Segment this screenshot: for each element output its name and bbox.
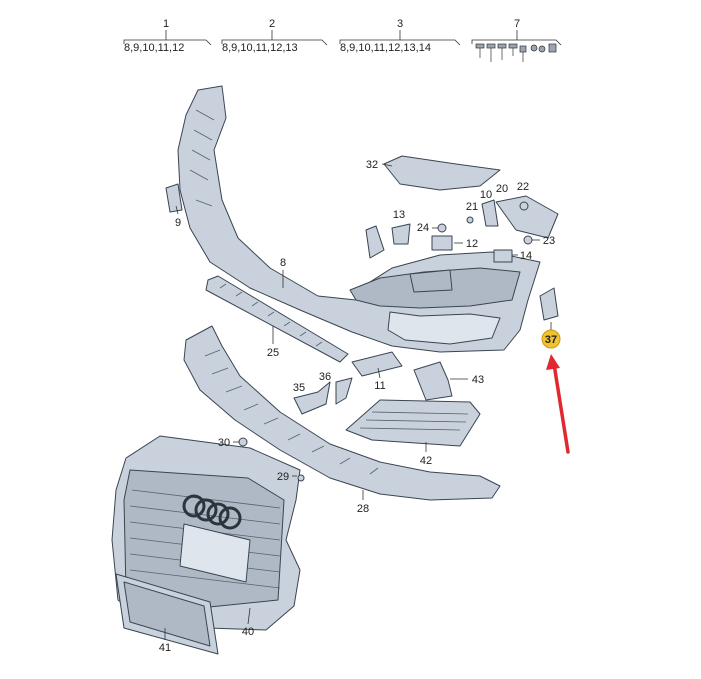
callout-25: 25 [267, 326, 279, 359]
callout-29: 29 [277, 471, 297, 483]
callout-10: 10 [480, 189, 492, 201]
clip-24 [437, 223, 447, 233]
screw-29 [297, 474, 305, 482]
impact-absorber [183, 325, 501, 501]
bracket-32 [383, 155, 501, 191]
bracket-36 [335, 377, 353, 405]
header-number-7: 7 [514, 18, 520, 30]
side-bracket-9 [165, 183, 183, 213]
header-sub-2: 8,9,10,11,12,13 [222, 42, 298, 54]
svg-text:37: 37 [545, 334, 557, 346]
callout-41: 41 [159, 628, 171, 654]
callout-24: 24 [417, 222, 438, 234]
callout-14: 14 [512, 250, 532, 262]
bracket-20 [495, 195, 559, 239]
svg-text:25: 25 [267, 347, 279, 359]
callout-43: 43 [450, 374, 484, 386]
callout-23: 23 [532, 235, 555, 247]
callout-36: 36 [319, 371, 331, 383]
svg-text:36: 36 [319, 371, 331, 383]
svg-text:41: 41 [159, 642, 171, 654]
callout-40: 40 [242, 607, 254, 638]
air-duct [413, 361, 453, 401]
svg-text:22: 22 [517, 181, 529, 193]
highlight-arrow [546, 354, 570, 454]
clip-22 [519, 201, 529, 211]
bracket-14 [493, 249, 513, 263]
callout-37-highlight: 37 [541, 322, 561, 349]
svg-text:24: 24 [417, 222, 429, 234]
svg-text:42: 42 [420, 455, 432, 467]
callout-13: 13 [393, 209, 405, 221]
header-group-7: 7 [471, 18, 562, 62]
callout-9: 9 [175, 205, 181, 229]
bracket-12 [431, 235, 453, 251]
svg-text:10: 10 [480, 189, 492, 201]
svg-text:12: 12 [466, 238, 478, 250]
svg-text:32: 32 [366, 159, 378, 171]
callout-28: 28 [357, 490, 369, 515]
bracket-10 [481, 199, 499, 227]
svg-text:35: 35 [293, 382, 305, 394]
radiator-grille [111, 435, 301, 631]
header-group-3: 3 8,9,10,11,12,13,14 [339, 18, 461, 54]
svg-text:21: 21 [466, 201, 478, 213]
svg-text:13: 13 [393, 209, 405, 221]
callout-37-badge [541, 329, 561, 349]
svg-text:8: 8 [280, 257, 286, 269]
header-group-1: 1 8,9,10,11,12 [123, 18, 212, 54]
callout-21: 21 [466, 201, 478, 213]
callout-8: 8 [280, 257, 286, 288]
callout-22: 22 [517, 181, 529, 193]
svg-text:43: 43 [472, 374, 484, 386]
callout-11: 11 [374, 367, 386, 392]
header-number-1: 1 [163, 18, 169, 30]
svg-text:29: 29 [277, 471, 289, 483]
screw-21 [466, 216, 474, 224]
svg-text:40: 40 [242, 626, 254, 638]
svg-text:9: 9 [175, 217, 181, 229]
fasteners-icon [475, 43, 557, 62]
fog-light-grille [345, 399, 481, 447]
audi-rings-emblem [182, 494, 242, 530]
svg-text:20: 20 [496, 183, 508, 195]
callout-42: 42 [420, 442, 432, 467]
svg-text:30: 30 [218, 437, 230, 449]
callout-20: 20 [496, 183, 508, 195]
bumper-cover [177, 85, 541, 353]
callout-30: 30 [218, 437, 239, 449]
header-group-2: 2 8,9,10,11,12,13 [221, 18, 328, 54]
header-sub-1: 8,9,10,11,12 [124, 42, 184, 54]
license-plate-holder [115, 573, 219, 655]
svg-text:14: 14 [520, 250, 532, 262]
bracket-35 [293, 381, 331, 415]
clip-23 [523, 235, 533, 245]
bracket-37 [539, 287, 559, 321]
callout-32: 32 [366, 159, 393, 171]
header-number-3: 3 [397, 18, 403, 30]
svg-text:11: 11 [374, 380, 385, 392]
svg-text:28: 28 [357, 503, 369, 515]
callout-35: 35 [293, 382, 305, 394]
header-number-2: 2 [269, 18, 275, 30]
bracket-13 [391, 223, 411, 245]
header-sub-3: 8,9,10,11,12,13,14 [340, 42, 431, 54]
callout-12: 12 [454, 238, 478, 250]
svg-text:23: 23 [543, 235, 555, 247]
towing-eye-cover [351, 351, 403, 377]
bolt-30 [238, 437, 248, 447]
spoiler-strip [205, 275, 349, 363]
